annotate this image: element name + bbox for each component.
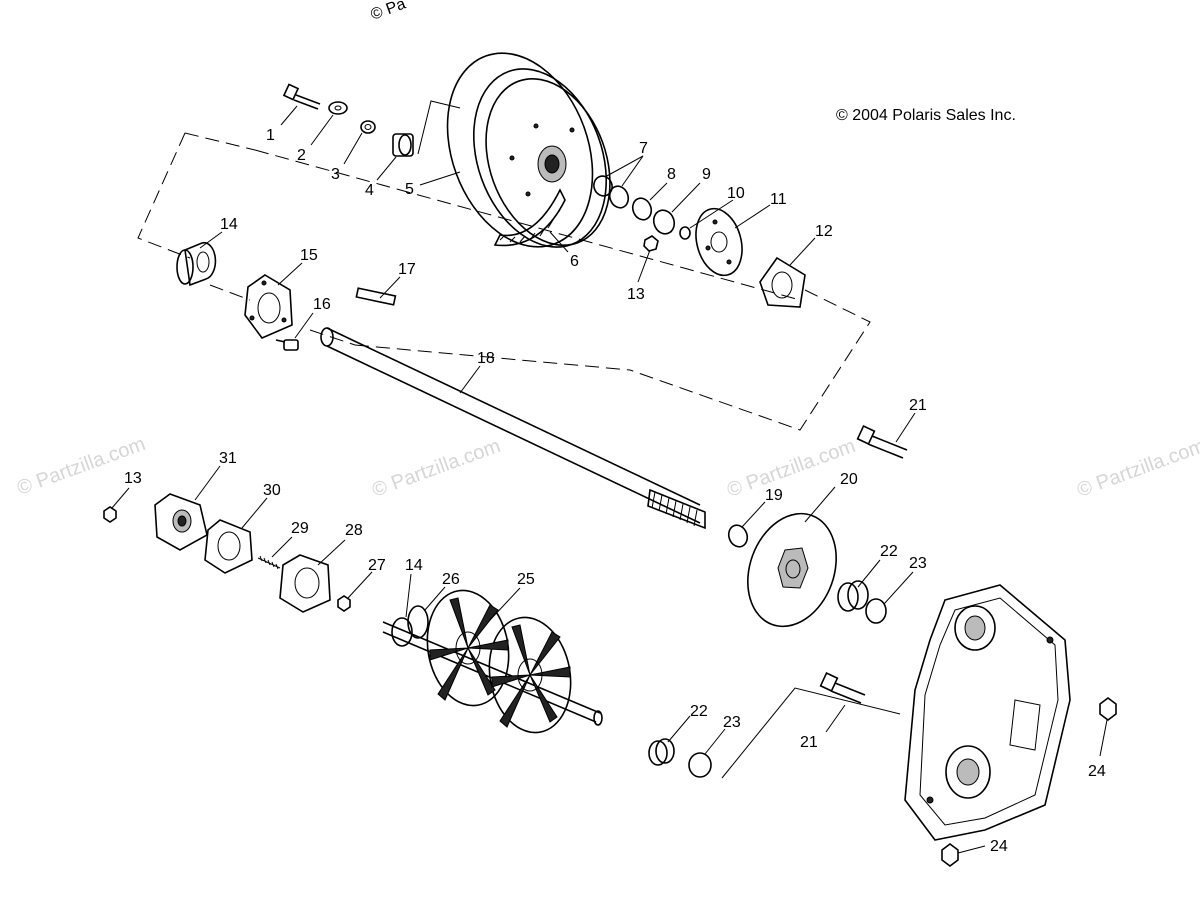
bearing-22-bottom (648, 738, 675, 766)
callout-14-bottom: 14 (405, 557, 423, 574)
disc-20 (747, 512, 837, 628)
nut-24-right (1099, 697, 1117, 721)
flange-11 (695, 207, 743, 277)
callout-5: 5 (405, 181, 414, 198)
washer-10 (679, 226, 691, 240)
reference-line (721, 687, 901, 779)
bolt-16 (275, 339, 299, 351)
callout-9: 9 (702, 166, 711, 183)
callout-23-right: 23 (909, 555, 927, 572)
watermark-group: © Partzilla.com © Partzilla.com © Partzi… (14, 0, 1200, 502)
callout-22-right: 22 (880, 543, 898, 560)
bearing-14-top (176, 241, 217, 287)
callout-labels: 1 2 3 4 5 6 7 8 9 10 11 12 13 14 15 16 1… (124, 127, 1106, 855)
callout-4: 4 (365, 182, 374, 199)
plate-28 (279, 554, 331, 613)
ring-19 (727, 524, 749, 548)
chain-6 (493, 188, 566, 247)
washer-2 (328, 101, 348, 115)
bearing-14-bottom (391, 617, 413, 647)
seal-23-right (865, 598, 887, 624)
plate-12 (759, 256, 806, 308)
flange-15 (244, 274, 293, 339)
callout-1: 1 (266, 127, 275, 144)
shaft-18 (320, 327, 706, 530)
watermark-text: © Partzilla.com (369, 435, 503, 502)
callout-26: 26 (442, 571, 460, 588)
bearing-22-right (837, 580, 869, 612)
pin-29 (257, 555, 281, 570)
callout-24-bottom: 24 (990, 838, 1008, 855)
watermark-text: © Partzilla.com (724, 435, 858, 502)
key-17 (355, 287, 397, 306)
callout-14-top: 14 (220, 216, 238, 233)
callout-28: 28 (345, 522, 363, 539)
o-ring-9 (652, 209, 676, 235)
callout-2: 2 (297, 147, 306, 164)
nut-24-bottom (941, 843, 959, 867)
nut-13-bottom (103, 506, 117, 523)
callout-25: 25 (517, 571, 535, 588)
flange-31 (154, 493, 208, 551)
callout-18: 18 (477, 350, 495, 367)
seal-26 (407, 605, 429, 639)
o-ring-8 (631, 197, 653, 221)
callout-22-bottom: 22 (690, 703, 708, 720)
callout-11: 11 (770, 191, 787, 208)
callout-30: 30 (263, 482, 281, 499)
callout-8: 8 (667, 166, 676, 183)
sprocket-5 (446, 52, 611, 248)
watermark-text: © Partzilla.com (1074, 435, 1200, 502)
callout-21-bottom: 21 (800, 734, 818, 751)
callout-7: 7 (639, 140, 648, 157)
chaincase-housing (904, 584, 1071, 841)
bolt-21-bottom (819, 672, 866, 704)
callout-15: 15 (300, 247, 318, 264)
callout-23-bottom: 23 (723, 714, 741, 731)
bolt-1 (282, 83, 321, 110)
callout-16: 16 (313, 296, 331, 313)
callout-10: 10 (727, 185, 745, 202)
callout-6: 6 (570, 253, 579, 270)
callout-24-right: 24 (1088, 763, 1106, 780)
washer-3 (360, 120, 376, 134)
callout-13-top: 13 (627, 286, 645, 303)
seal-23-bottom (688, 752, 712, 778)
drive-shaft-assembly (382, 589, 603, 734)
bolt-21-top (856, 425, 908, 459)
reference-line (417, 100, 461, 155)
callout-17: 17 (398, 261, 416, 278)
callout-13-bottom: 13 (124, 470, 142, 487)
bushing-4 (392, 133, 414, 157)
nut-27 (337, 595, 351, 612)
o-rings-7 (593, 175, 630, 209)
callout-20: 20 (840, 471, 858, 488)
callout-29: 29 (291, 520, 309, 537)
callout-3: 3 (331, 166, 340, 183)
callout-31: 31 (219, 450, 237, 467)
copyright-notice: © 2004 Polaris Sales Inc. (836, 107, 1016, 124)
sprocket-wheels-25 (426, 589, 572, 734)
top-watermark: © Pa (369, 0, 409, 24)
callout-19: 19 (765, 487, 783, 504)
leader-lines (111, 105, 1108, 854)
callout-27: 27 (368, 557, 386, 574)
callout-21-top: 21 (909, 397, 927, 414)
nut-13-top (643, 235, 659, 252)
plate-30 (204, 519, 253, 574)
callout-12: 12 (815, 223, 833, 240)
